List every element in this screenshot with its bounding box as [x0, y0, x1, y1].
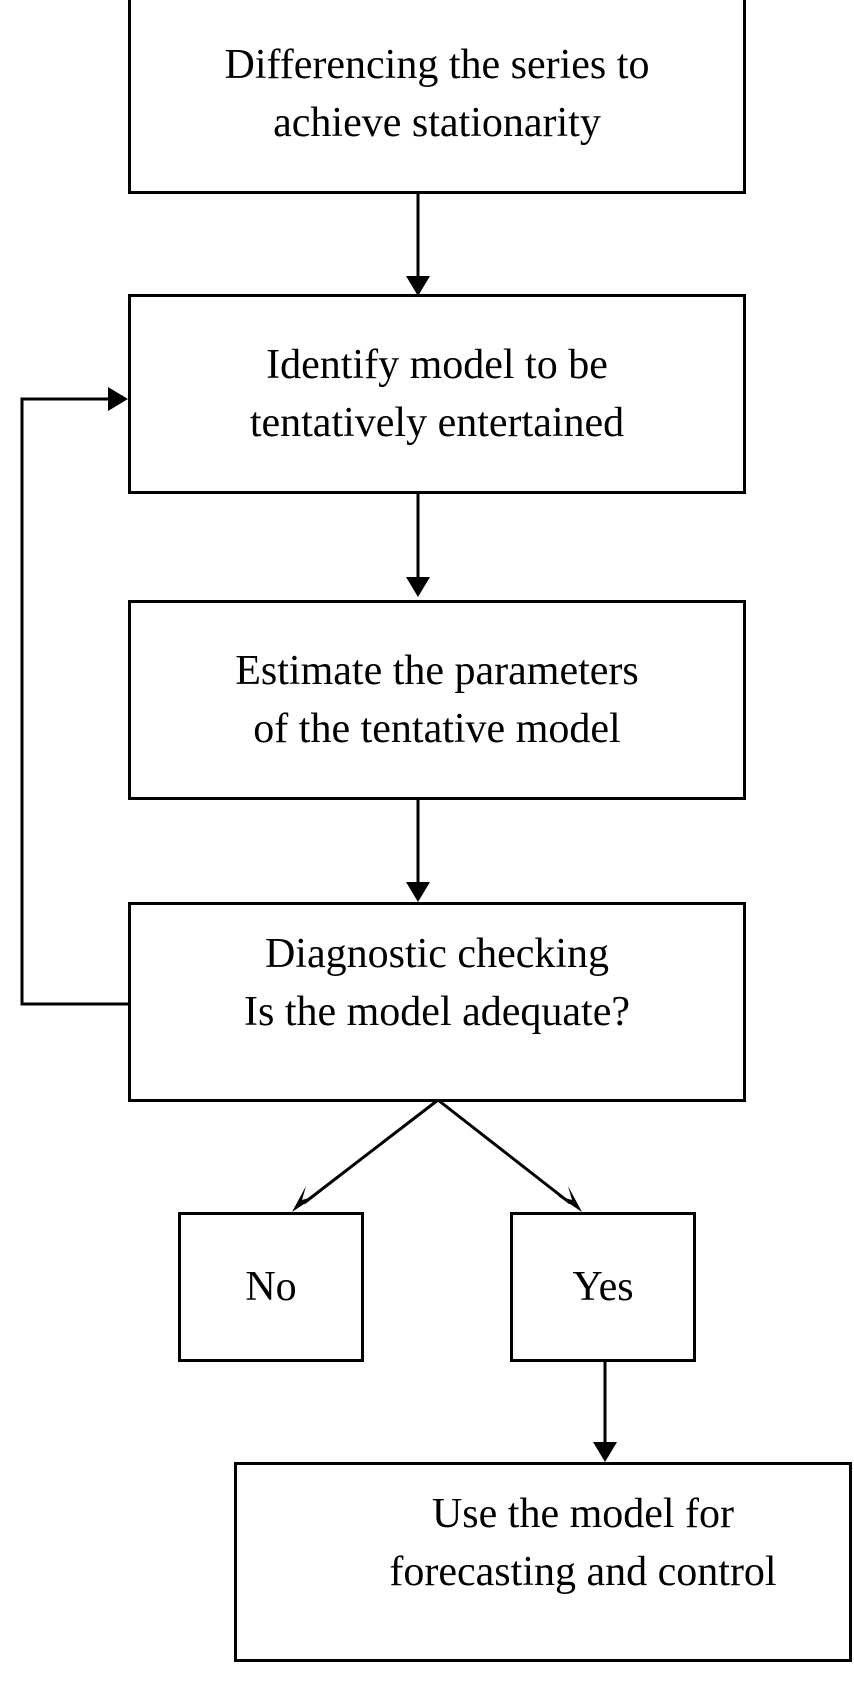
arrow-diagnostic-to-yes — [437, 1098, 571, 1205]
node-estimate-line2: of the tentative model — [253, 706, 621, 752]
arrowhead-identify — [406, 276, 430, 296]
arrowhead-yes — [558, 1186, 582, 1212]
node-yes: Yes — [510, 1212, 696, 1362]
node-diagnostic: Diagnostic checking Is the model adequat… — [128, 902, 746, 1102]
node-estimate-line1: Estimate the parameters — [235, 648, 639, 694]
arrowhead-diagnostic — [406, 882, 430, 902]
node-differencing-line2: achieve stationarity — [273, 100, 601, 146]
node-use: Use the model for forecasting and contro… — [234, 1462, 852, 1662]
node-use-line1: Use the model for — [431, 1491, 735, 1537]
node-differencing-line1: Differencing the series to — [224, 42, 650, 88]
arrowhead-use — [593, 1442, 617, 1462]
node-no: No — [178, 1212, 364, 1362]
arrowhead-feedback — [108, 387, 128, 411]
node-identify-line2: tentatively entertained — [249, 400, 625, 446]
arrow-diagnostic-to-no — [303, 1098, 439, 1205]
feedback-loop-line — [20, 397, 130, 1006]
node-diagnostic-line1: Diagnostic checking — [264, 931, 610, 977]
node-no-label: No — [245, 1264, 297, 1310]
arrowhead-estimate — [406, 577, 430, 597]
node-differencing: Differencing the series to achieve stati… — [128, 0, 746, 194]
node-diagnostic-line2: Is the model adequate? — [244, 989, 630, 1035]
node-yes-label: Yes — [572, 1264, 634, 1310]
arrowhead-no — [292, 1186, 316, 1212]
node-identify-line1: Identify model to be — [266, 342, 608, 388]
node-identify: Identify model to be tentatively enterta… — [128, 294, 746, 494]
node-estimate: Estimate the parameters of the tentative… — [128, 600, 746, 800]
node-use-line2: forecasting and control — [389, 1549, 777, 1595]
